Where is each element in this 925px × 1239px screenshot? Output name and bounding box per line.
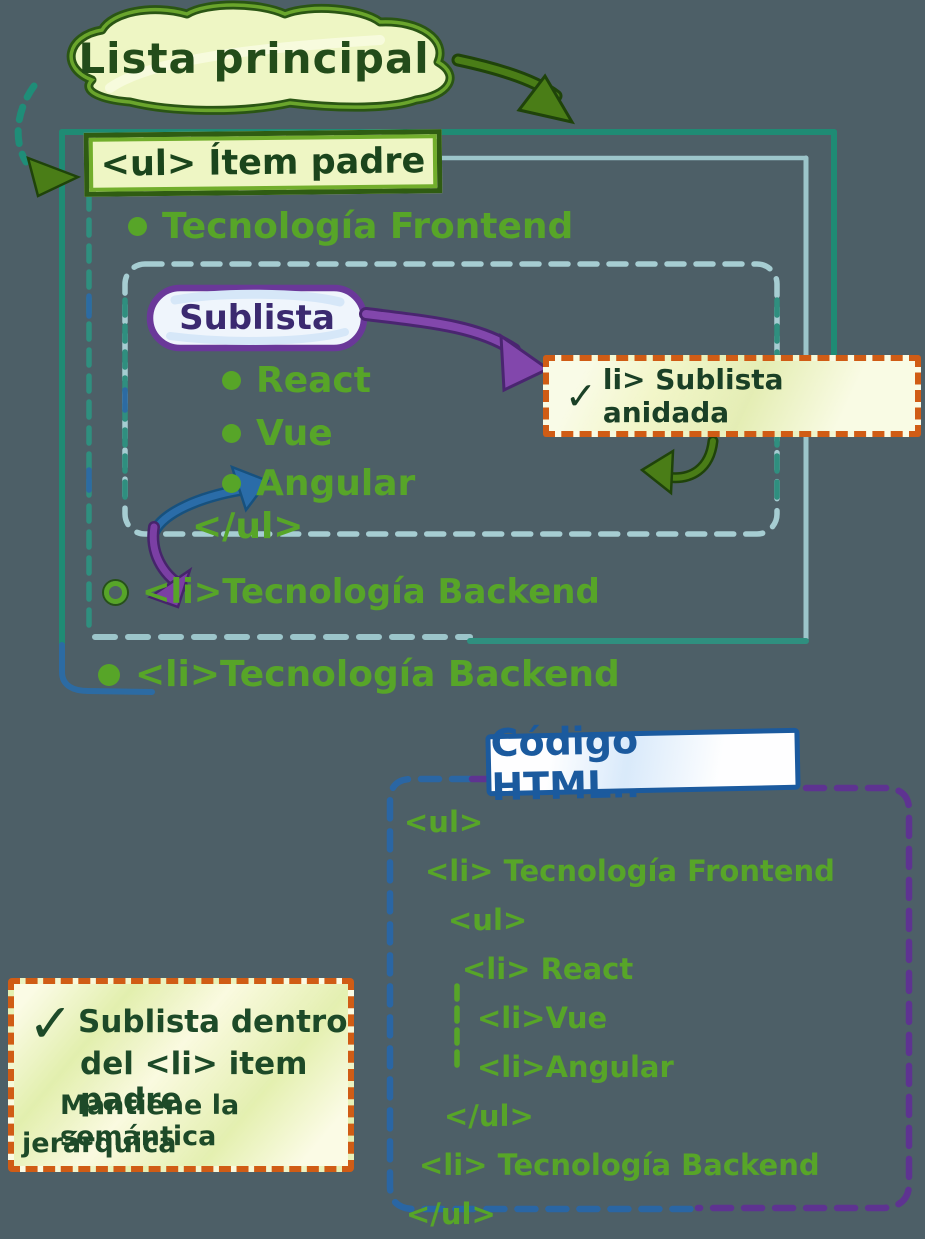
sublist-item-react: React — [222, 360, 371, 401]
code-frame — [386, 775, 913, 1213]
semantics-note-box: ✓ Sublista dentro del <li> item padre Ma… — [8, 978, 354, 1172]
outer-frame-corner — [59, 642, 155, 695]
sublist-bubble-label: Sublista — [179, 298, 335, 338]
note-subtitle-line: jerárquica — [22, 1128, 177, 1159]
bullet-icon — [222, 474, 241, 493]
arrowhead — [516, 73, 576, 125]
sublist-item-angular: Angular — [222, 463, 415, 504]
code-panel: <ul> <li> Tecnología Frontend <ul> <li> … — [398, 798, 898, 1239]
angular-backend-link-arrow — [147, 464, 270, 609]
code-line: <ul> — [404, 805, 484, 839]
code-line: <ul> — [448, 903, 528, 937]
cloud-to-parent-arrow — [14, 82, 82, 198]
list-item-backend-inner: <li>Tecnología Backend — [104, 572, 600, 612]
bullet-icon — [222, 424, 241, 443]
bullet-icon — [128, 217, 147, 236]
sublist-item-label: Angular — [256, 463, 416, 504]
note-title-line: del <li> item padre — [80, 1046, 308, 1118]
bullet-icon — [98, 663, 120, 686]
sublist-item-label: React — [256, 360, 371, 401]
arrowhead — [499, 332, 551, 393]
code-line: <li>Vue — [477, 1001, 608, 1035]
cloud-to-frame-arrow — [451, 53, 576, 125]
code-panel-title: Código HTML.. — [485, 718, 801, 809]
cloud-shape — [66, 0, 455, 115]
nested-sublist-note: ✓ li> Sublista anidada — [543, 355, 921, 437]
code-line: </ul> — [444, 1099, 534, 1133]
arrowhead-down — [147, 566, 193, 609]
nested-return-arrow — [639, 435, 719, 496]
check-icon: ✓ — [28, 992, 74, 1055]
check-icon: ✓ — [565, 374, 597, 418]
list-item-label: <li>Tecnología Backend — [142, 572, 600, 612]
note-subtitle-line: Mantiene la semántica — [60, 1090, 240, 1152]
list-item-frontend: Tecnología Frontend — [128, 206, 573, 247]
arrowhead — [639, 448, 675, 496]
sublist-to-nested-arrow — [359, 307, 551, 393]
code-line: </ul> — [406, 1197, 496, 1231]
list-item-backend-outer: <li>Tecnología Backend — [98, 654, 620, 695]
code-line: <li> Tecnología Frontend — [425, 854, 835, 888]
nested-note-label: li> Sublista anidada — [602, 363, 784, 429]
sublist-item-label: Vue — [256, 413, 333, 454]
hollow-bullet-icon — [104, 580, 127, 604]
list-item-label: Tecnología Frontend — [162, 206, 574, 247]
bullet-icon — [222, 371, 241, 390]
note-title-line: Sublista dentro — [78, 1004, 348, 1040]
list-item-label: <li>Tecnología Backend — [135, 654, 620, 695]
sublist-item-vue: Vue — [222, 413, 333, 454]
parent-item-box: <ul> Ítem padre — [83, 129, 443, 197]
code-line: <li> Tecnología Backend — [419, 1148, 820, 1182]
code-line: <li> React — [462, 952, 634, 986]
code-line: <li>Angular — [477, 1050, 674, 1084]
arrowhead — [26, 155, 82, 198]
main-list-cloud-label: Lista principal — [78, 33, 430, 83]
sublist-bubble — [146, 284, 368, 352]
close-ul-tag: </ul> — [192, 506, 304, 547]
